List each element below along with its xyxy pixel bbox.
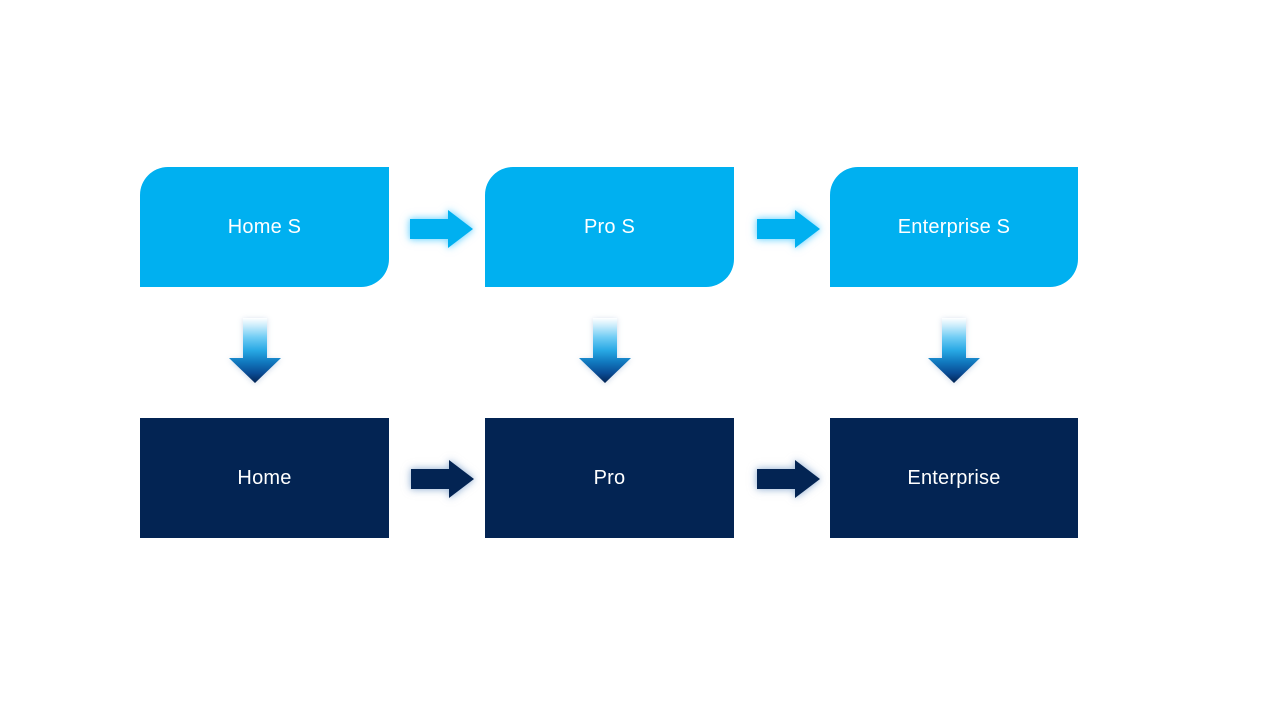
shape-enterprise-label: Enterprise <box>907 466 1001 489</box>
right-arrow-icon <box>410 210 473 248</box>
shape-pro-s: Pro S <box>485 167 734 287</box>
right-arrow-icon <box>411 460 474 498</box>
shape-home-s: Home S <box>140 167 389 287</box>
shape-home: Home <box>140 418 389 538</box>
right-arrow-icon <box>757 460 820 498</box>
shape-enterprise: Enterprise <box>830 418 1078 538</box>
shape-home-label: Home <box>237 466 292 489</box>
shape-enterprise-s-label: Enterprise S <box>897 215 1011 238</box>
shape-home-s-label: Home S <box>227 215 302 238</box>
down-arrow-icon <box>579 318 631 383</box>
shape-pro-s-label: Pro S <box>583 215 636 238</box>
down-arrow-icon <box>928 318 980 383</box>
shape-pro: Pro <box>485 418 734 538</box>
right-arrow-icon <box>757 210 820 248</box>
shape-pro-label: Pro <box>593 466 626 489</box>
shape-enterprise-s: Enterprise S <box>830 167 1078 287</box>
down-arrow-icon <box>229 318 281 383</box>
